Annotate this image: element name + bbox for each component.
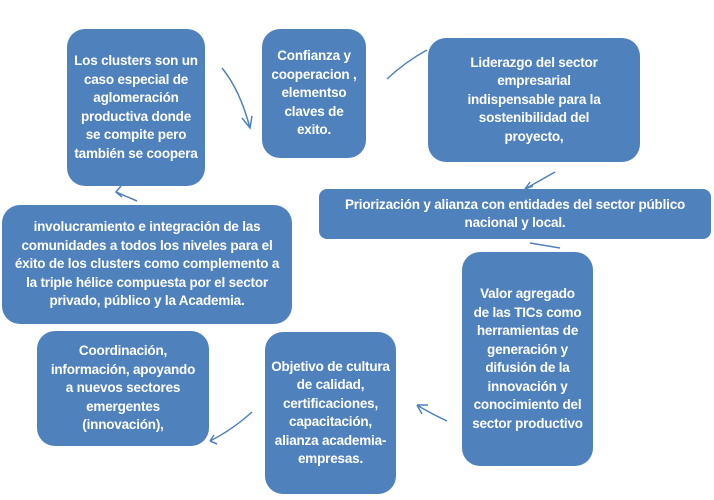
node-liderazgo: Liderazgo del sector empresarial indispe…	[428, 38, 640, 162]
arrow-8-to-1	[114, 185, 138, 202]
node-text: involucramiento e integración de las com…	[14, 219, 280, 309]
node-text: Liderazgo del sector empresarial indispe…	[467, 54, 601, 144]
node-clusters: Los clusters son un caso especial de agl…	[67, 29, 205, 186]
node-text: Valor agregado de las TICs como herramie…	[472, 286, 583, 431]
node-involucramiento: involucramiento e integración de las com…	[2, 205, 292, 324]
node-text: Objetivo de cultura de calidad, certific…	[271, 358, 390, 467]
arrow-5-to-6	[416, 404, 448, 422]
node-objetivo-calidad: Objetivo de cultura de calidad, certific…	[265, 332, 396, 494]
arrow-4-to-5	[529, 242, 561, 249]
arrow-3-to-4	[522, 171, 556, 191]
node-text: Los clusters son un caso especial de agl…	[74, 53, 198, 161]
node-text: Coordinación, información, apoyando a nu…	[50, 343, 196, 433]
node-coordinacion: Coordinación, información, apoyando a nu…	[37, 331, 209, 446]
node-valor-tics: Valor agregado de las TICs como herramie…	[462, 252, 593, 466]
node-confianza: Confianza y cooperacion , elementso clav…	[262, 29, 366, 158]
arrow-6-to-7	[209, 411, 253, 445]
node-text: Confianza y cooperacion , elementso clav…	[271, 48, 357, 138]
node-text: Priorización y alianza con entidades del…	[344, 196, 686, 231]
node-priorizacion: Priorización y alianza con entidades del…	[319, 189, 711, 239]
arrow-1-to-2	[221, 67, 253, 130]
arrow-2-to-3	[386, 49, 428, 80]
